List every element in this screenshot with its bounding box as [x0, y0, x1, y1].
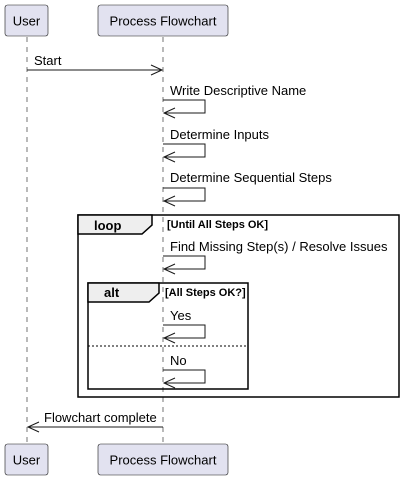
loop-keyword: loop [94, 218, 121, 233]
loop-guard: [Until All Steps OK] [167, 219, 268, 231]
participant-process-top: Process Flowchart [97, 4, 229, 37]
message-complete-label: Flowchart complete [44, 410, 157, 425]
loop-frame: loop [Until All Steps OK] [77, 214, 400, 398]
message-complete: Flowchart complete [26, 410, 163, 433]
message-determine-inputs-label: Determine Inputs [170, 127, 269, 142]
participant-user-top: User [4, 4, 49, 37]
loop-frame-tab [77, 214, 153, 235]
alt-frame-tab [87, 282, 160, 303]
message-find-missing: Find Missing Step(s) / Resolve Issues [162, 239, 388, 275]
message-yes-label: Yes [170, 308, 192, 323]
participant-process-bottom-label: Process Flowchart [110, 453, 217, 468]
participant-process-bottom: Process Flowchart [97, 443, 229, 476]
alt-keyword: alt [104, 285, 120, 300]
message-find-missing-label: Find Missing Step(s) / Resolve Issues [170, 239, 388, 254]
message-determine-steps-label: Determine Sequential Steps [170, 170, 332, 185]
message-no-label: No [170, 353, 187, 368]
message-determine-steps: Determine Sequential Steps [162, 170, 332, 207]
alt-guard: [All Steps OK?] [165, 287, 246, 299]
message-yes: Yes [162, 308, 206, 344]
message-write-name-label: Write Descriptive Name [170, 83, 306, 98]
participant-process-label: Process Flowchart [110, 14, 217, 29]
message-write-name: Write Descriptive Name [162, 83, 306, 119]
participant-user-bottom-label: User [13, 453, 41, 468]
message-determine-inputs: Determine Inputs [162, 127, 269, 163]
participant-user-bottom: User [4, 443, 49, 476]
alt-frame: alt [All Steps OK?] [87, 282, 249, 390]
participant-user-label: User [13, 14, 41, 29]
message-start: Start [27, 53, 164, 76]
message-no: No [162, 353, 206, 389]
message-start-label: Start [34, 53, 62, 68]
